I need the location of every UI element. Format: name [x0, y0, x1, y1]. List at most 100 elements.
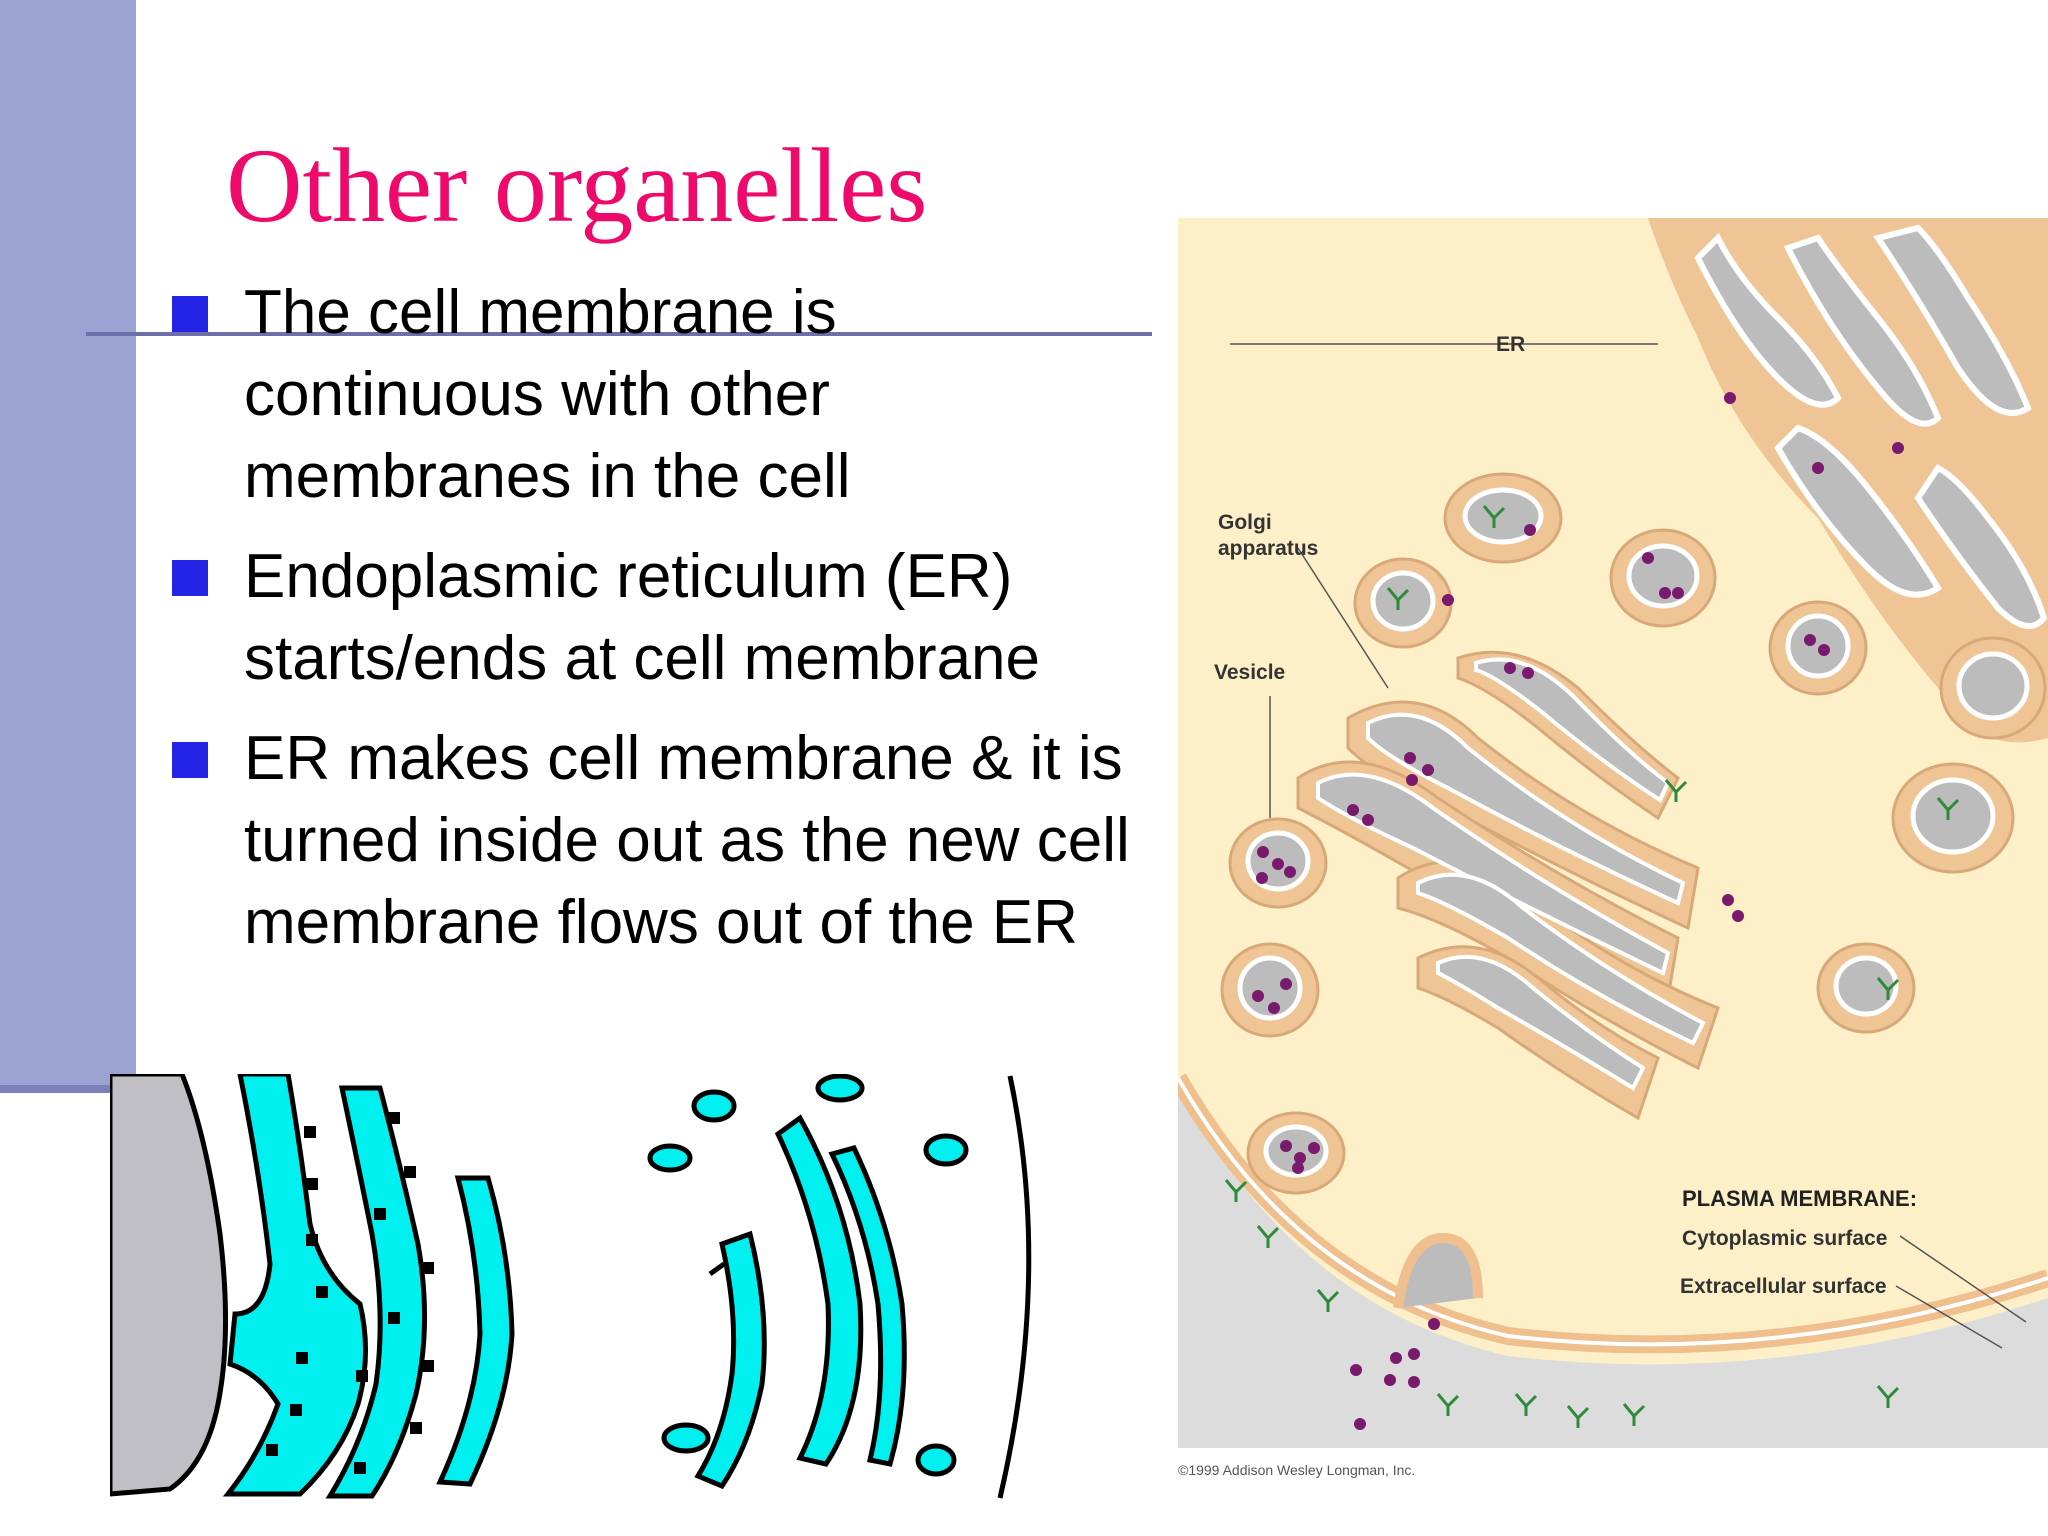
- ribosome-dot: [306, 1178, 318, 1190]
- plasma-membrane-label: PLASMA MEMBRANE:: [1682, 1186, 1918, 1211]
- protein-dot: [1642, 552, 1654, 564]
- nucleus-shape: [110, 1074, 229, 1497]
- golgi-label-line1: Golgi: [1218, 511, 1272, 534]
- er-lumen: [1873, 224, 2032, 416]
- protein-dot: [1308, 1142, 1320, 1154]
- golgi-cisterna-4: [708, 1261, 726, 1277]
- protein-dot: [1422, 764, 1434, 776]
- golgi-lumen: [1316, 772, 1671, 976]
- ribosome-dot: [290, 1404, 302, 1416]
- ribosome-dot: [422, 1262, 434, 1274]
- golgi-label-line2: apparatus: [1218, 537, 1319, 560]
- vesicle-lumen: [1462, 487, 1544, 545]
- vesicle-lumen: [1785, 613, 1851, 679]
- sugar-chain: [1482, 505, 1506, 528]
- sugar-chain: [1256, 1225, 1280, 1248]
- square-bullet-icon: [172, 742, 208, 778]
- protein-dot: [1268, 1002, 1280, 1014]
- protein-dot: [1732, 910, 1744, 922]
- vesicle-blob: [691, 1089, 737, 1123]
- vesicle-blob: [647, 1143, 693, 1173]
- protein-dot: [1672, 587, 1684, 599]
- cell-membrane-arc: [997, 1075, 1032, 1499]
- sugar-chain: [1436, 1393, 1460, 1416]
- er-lumen: [1914, 464, 2048, 629]
- plasma-membrane-inner: [1176, 1077, 2048, 1347]
- protein-dot: [1804, 634, 1816, 646]
- golgi-cisterna-1: [694, 1230, 767, 1490]
- sugar-chain: [1566, 1405, 1590, 1428]
- slide-title: Other organelles: [226, 127, 928, 244]
- protein-dot: [1252, 990, 1264, 1002]
- bullet-text: ER makes cell membrane & it is turned in…: [244, 724, 1130, 957]
- protein-dot: [1504, 662, 1516, 674]
- ribosome-dot: [356, 1370, 368, 1382]
- sugar-chain: [1876, 1385, 1900, 1408]
- golgi-diagram-art: [1170, 218, 2048, 1448]
- rough-er-outer: [222, 1074, 369, 1497]
- golgi-lumen: [1366, 712, 1686, 906]
- slide-sidebar-band: [0, 0, 136, 1085]
- protein-dot: [1257, 846, 1269, 858]
- golgi-diagram: ER Golgi apparatus Vesicle PLASMA MEMBRA…: [1170, 218, 2048, 1448]
- sidebar-bottom-rule: [0, 1085, 136, 1093]
- extracellular-leader-line: [1895, 1285, 2003, 1349]
- bullet-item: Endoplasmic reticulum (ER) starts/ends a…: [170, 536, 1150, 700]
- vesicle-blob: [923, 1133, 969, 1167]
- sugar-chain: [1386, 587, 1410, 610]
- exocytosis-bud: [1393, 1232, 1483, 1309]
- protein-dot: [1659, 587, 1671, 599]
- er-lumen: [1783, 234, 1942, 427]
- vesicle-lumen: [1370, 570, 1436, 632]
- rough-er-middle: [325, 1085, 428, 1499]
- protein-dot: [1390, 1352, 1402, 1364]
- copyright-caption: ©1999 Addison Wesley Longman, Inc.: [1178, 1462, 1416, 1478]
- bullet-text: The cell membrane is continuous with oth…: [244, 278, 851, 511]
- protein-dot: [1362, 814, 1374, 826]
- ribosome-dot: [410, 1422, 422, 1434]
- ribosome-dot: [304, 1126, 316, 1138]
- protein-dot: [1818, 644, 1830, 656]
- ribosome-dot: [266, 1444, 278, 1456]
- bullet-text: Endoplasmic reticulum (ER) starts/ends a…: [244, 542, 1041, 693]
- vesicle-lumen: [1956, 651, 2030, 721]
- sugar-chain: [1514, 1393, 1538, 1416]
- golgi-cisterna-3: [828, 1145, 907, 1467]
- golgi-lumen: [1436, 954, 1646, 1091]
- sugar-chain: [1316, 1289, 1340, 1312]
- er-golgi-cartoon: [110, 1074, 1032, 1499]
- sugar-chain: [1664, 779, 1688, 802]
- vesicle-lumen: [1833, 955, 1899, 1017]
- protein-dot: [1428, 1318, 1440, 1330]
- ribosome-dot: [404, 1166, 416, 1178]
- protein-dot: [1442, 594, 1454, 606]
- protein-dot: [1812, 462, 1824, 474]
- rough-er-inner: [436, 1175, 515, 1487]
- sugar-chain: [1876, 977, 1900, 1000]
- protein-dot: [1292, 1162, 1304, 1174]
- protein-dot: [1256, 872, 1268, 884]
- ribosome-dot: [374, 1208, 386, 1220]
- er-label: ER: [1496, 333, 1526, 356]
- extracellular-surface-label: Extracellular surface: [1680, 1275, 1887, 1298]
- square-bullet-icon: [172, 296, 208, 332]
- title-underline-rule: [86, 332, 1152, 336]
- golgi-cisterna-2: [774, 1114, 864, 1467]
- ribosome-dot: [316, 1286, 328, 1298]
- protein-dot: [1384, 1374, 1396, 1386]
- protein-dot: [1524, 524, 1536, 536]
- golgi-lumen: [1474, 657, 1671, 803]
- vesicle-lumen: [1237, 955, 1303, 1021]
- protein-dot: [1272, 858, 1284, 870]
- bullet-item: The cell membrane is continuous with oth…: [170, 272, 1150, 518]
- ribosome-dot: [354, 1462, 366, 1474]
- ribosome-dot: [306, 1234, 318, 1246]
- protein-dot: [1724, 392, 1736, 404]
- protein-dot: [1354, 1418, 1366, 1430]
- golgi-leader-line: [1297, 547, 1389, 689]
- vesicle-blob: [815, 1074, 865, 1103]
- bullet-list: The cell membrane is continuous with oth…: [170, 272, 1150, 982]
- sugar-chain: [1622, 1403, 1646, 1426]
- golgi-lumen: [1416, 872, 1706, 1046]
- bullet-item: ER makes cell membrane & it is turned in…: [170, 718, 1150, 964]
